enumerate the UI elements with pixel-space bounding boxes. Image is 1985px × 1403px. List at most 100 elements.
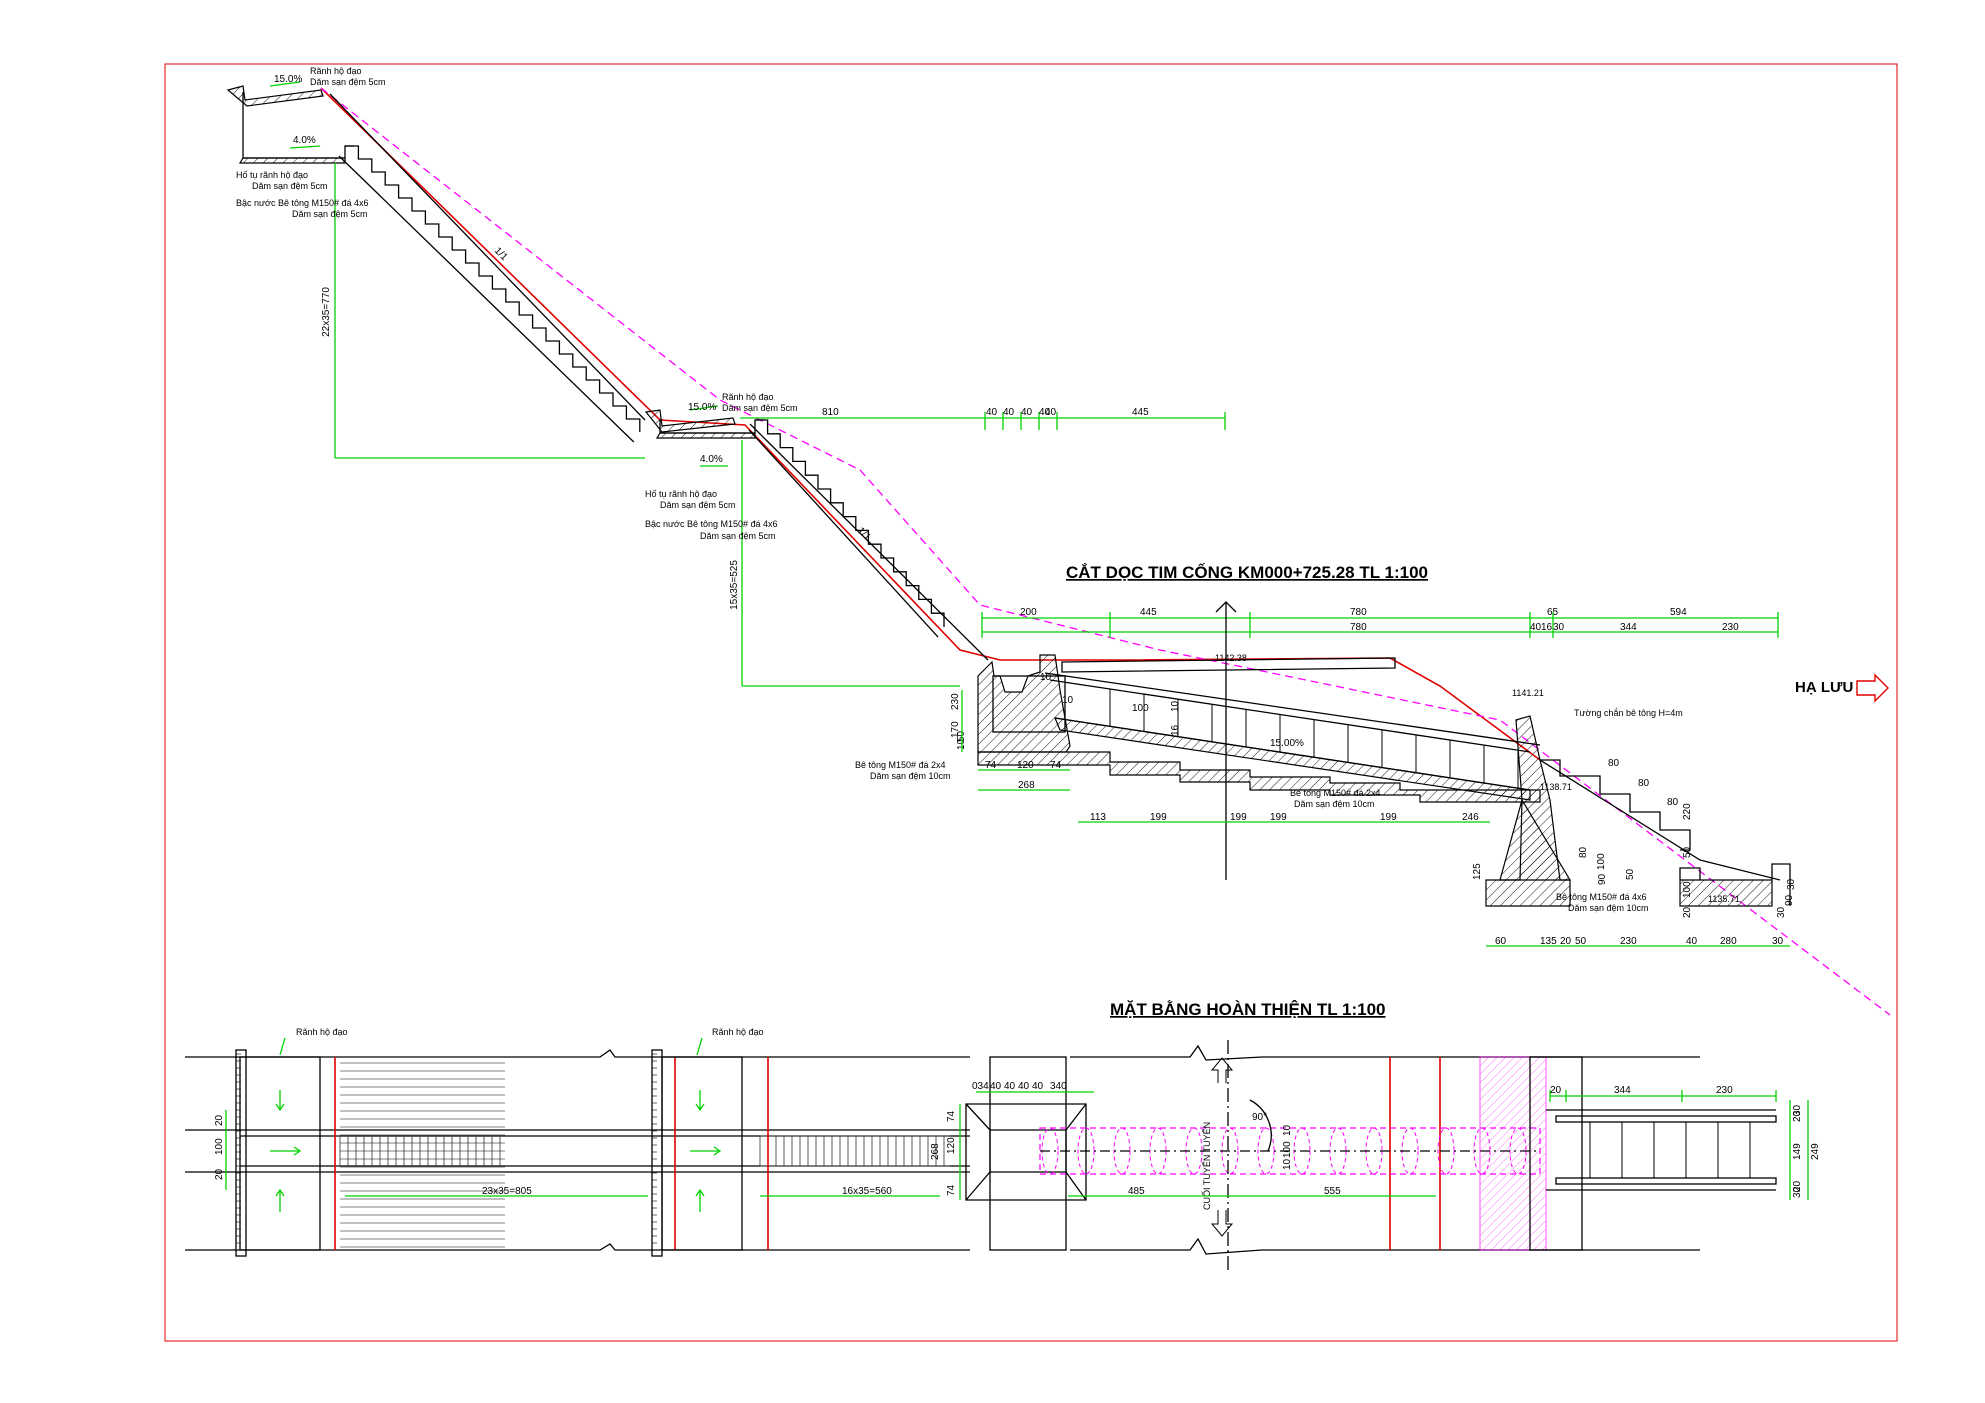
note-drain2: Rãnh hộ đạo — [722, 392, 774, 402]
plan-pipe-vert-dim: 10 — [1282, 1124, 1293, 1136]
plan-view: CUỐI TUYẾN TUYẾN 90° Rãnh hộ đạo Rãnh hộ… — [185, 1027, 1821, 1270]
note-sump: Hố tụ rãnh hộ đạo — [236, 170, 308, 180]
svg-text:Bê tông M150# đá 4x6: Bê tông M150# đá 4x6 — [1556, 892, 1647, 902]
inlet-vert-dim: 170 — [950, 721, 961, 738]
note-upper-gravel: Dăm sạn đệm 5cm — [310, 77, 386, 87]
pipe-dim: 16 — [1170, 724, 1181, 736]
svg-text:40: 40 — [986, 407, 998, 418]
svg-text:1141.21: 1141.21 — [1512, 688, 1544, 698]
outlet-base-dim: 135 — [1540, 936, 1557, 947]
base-dim: 199 — [1270, 812, 1287, 823]
base-dim: 199 — [1150, 812, 1167, 823]
note-slope2: 15.0% — [688, 402, 716, 413]
svg-text:40: 40 — [1039, 407, 1051, 418]
plan-left-dim: 100 — [214, 1138, 225, 1155]
top-dim-2: 780 — [1350, 622, 1367, 633]
pipe-dim: 100 — [1132, 703, 1149, 714]
plan-out-top-dim: 20 — [1550, 1085, 1562, 1096]
outlet-step-dim: 20 — [1682, 906, 1693, 918]
svg-text:Bê tông M150# đá 2x4: Bê tông M150# đá 2x4 — [1290, 788, 1381, 798]
svg-text:Rãnh hộ đạo: Rãnh hộ đạo — [296, 1027, 348, 1037]
note-mid2: 4.0% — [700, 454, 723, 465]
pipe-dim: 10 — [1170, 700, 1181, 712]
svg-text:Dăm sạn đệm 10cm: Dăm sạn đệm 10cm — [870, 771, 951, 781]
dim-row-upper: 810 40 40 40 40 40 445 — [740, 407, 1226, 430]
top-dim-2: 344 — [1620, 622, 1637, 633]
section-title: CẮT DỌC TIM CỐNG KM000+725.28 TL 1:100 — [1066, 562, 1428, 582]
note-steps2-gravel: Dăm sạn đệm 5cm — [700, 531, 776, 541]
outlet-step-dim: 80 — [1578, 846, 1589, 858]
vertical-dim-1 — [334, 163, 645, 459]
plan-left-dim: 20 — [214, 1114, 225, 1126]
plan-inlet-top-dim: 340 — [1050, 1081, 1067, 1092]
plan-inlet-top-dim: 034 — [972, 1081, 989, 1092]
note-mid-slope: 4.0% — [293, 135, 316, 146]
svg-text:Tường chắn bê tông H=4m: Tường chắn bê tông H=4m — [1574, 708, 1683, 718]
top-dim-2: 230 — [1722, 622, 1739, 633]
note-steps1-gravel: Dăm sạn đệm 5cm — [292, 209, 368, 219]
top-dim-2: 30 — [1553, 622, 1565, 633]
plan-inlet-top-dim: 40 — [1004, 1081, 1016, 1092]
plan-out-vert-dim: 249 — [1810, 1143, 1821, 1160]
plan-left-dim: 20 — [214, 1168, 225, 1180]
inlet-dim: 74 — [985, 760, 997, 771]
outlet-step-dim: 80 — [1667, 797, 1679, 808]
upper-slope-section: 22x35=770 15x35=525 1/1 1/1 Rãnh hộ đạo … — [226, 66, 1891, 1016]
top-dim-1: 594 — [1670, 607, 1687, 618]
inlet-vert-dim: 230 — [950, 693, 961, 710]
svg-text:1135.71: 1135.71 — [1708, 894, 1740, 904]
plan-inlet-vert-dim: 120 — [946, 1137, 957, 1154]
pipe-dim: 10 — [1062, 695, 1074, 706]
outlet-step-dim: 220 — [1682, 803, 1693, 820]
slope-ratio-2: 1/1 — [855, 525, 873, 543]
outlet-step-dim: 80 — [1638, 778, 1650, 789]
outlet-base-dim: 50 — [1575, 936, 1587, 947]
svg-text:485: 485 — [1128, 1186, 1145, 1197]
vert-dim-label-1: 22x35=770 — [321, 287, 332, 337]
pipe-rings — [1109, 689, 1519, 789]
svg-text:HẠ LƯU: HẠ LƯU — [1795, 679, 1853, 696]
flow-arrows — [270, 1090, 722, 1212]
svg-text:555: 555 — [1324, 1186, 1341, 1197]
plan-out-vert-dim: 20 — [1792, 1180, 1803, 1192]
plan-out-vert-dim: 149 — [1792, 1143, 1803, 1160]
base-dim: 246 — [1462, 812, 1479, 823]
svg-text:23x35=805: 23x35=805 — [482, 1186, 532, 1197]
inlet-dim: 74 — [1050, 760, 1062, 771]
stair-flight-2 — [755, 419, 945, 627]
vert-dim-label-2: 15x35=525 — [729, 560, 740, 610]
plan-title: MẶT BẰNG HOÀN THIỆN TL 1:100 — [1110, 1000, 1386, 1019]
top-drain-lining — [226, 85, 324, 107]
outlet-step-dim: 100 — [1682, 881, 1693, 898]
plan-inlet-top-dim: 40 — [990, 1081, 1002, 1092]
outlet-base-dim: 60 — [1495, 936, 1507, 947]
plan-out-vert-dim: 30 — [1792, 1186, 1803, 1198]
svg-text:1138.71: 1138.71 — [1540, 782, 1572, 792]
note-upper-drain: Rãnh hộ đạo — [310, 66, 362, 76]
inlet-dim-total: 268 — [1018, 780, 1035, 791]
plan-inlet-top-dim: 40 — [1018, 1081, 1030, 1092]
note-steps1: Bậc nước Bê tông M150# đá 4x6 — [236, 198, 369, 208]
note-drain2-gravel: Dăm sạn đệm 5cm — [722, 403, 798, 413]
note-sump2: Hố tụ rãnh hộ đạo — [645, 489, 717, 499]
svg-text:16x35=560: 16x35=560 — [842, 1186, 892, 1197]
plan-out-vert-dim: 20 — [1792, 1110, 1803, 1122]
plan-inlet-top-dim: 40 — [1032, 1081, 1044, 1092]
svg-text:40: 40 — [1021, 407, 1033, 418]
outlet-step-dim: 100 — [1596, 853, 1607, 870]
base-dim: 199 — [1380, 812, 1397, 823]
outlet-base-dim: 230 — [1620, 936, 1637, 947]
plan-pipe-vert-dim: 100 — [1282, 1141, 1293, 1158]
note-sump-gravel: Dăm sạn đệm 5cm — [252, 181, 328, 191]
outlet-step-dim: 90 — [1597, 873, 1608, 885]
svg-text:40: 40 — [1003, 407, 1015, 418]
base-dim: 199 — [1230, 812, 1247, 823]
plan-out-vert-dim: 30 — [1792, 1104, 1803, 1116]
svg-text:Dăm sạn đệm 10cm: Dăm sạn đệm 10cm — [1568, 903, 1649, 913]
